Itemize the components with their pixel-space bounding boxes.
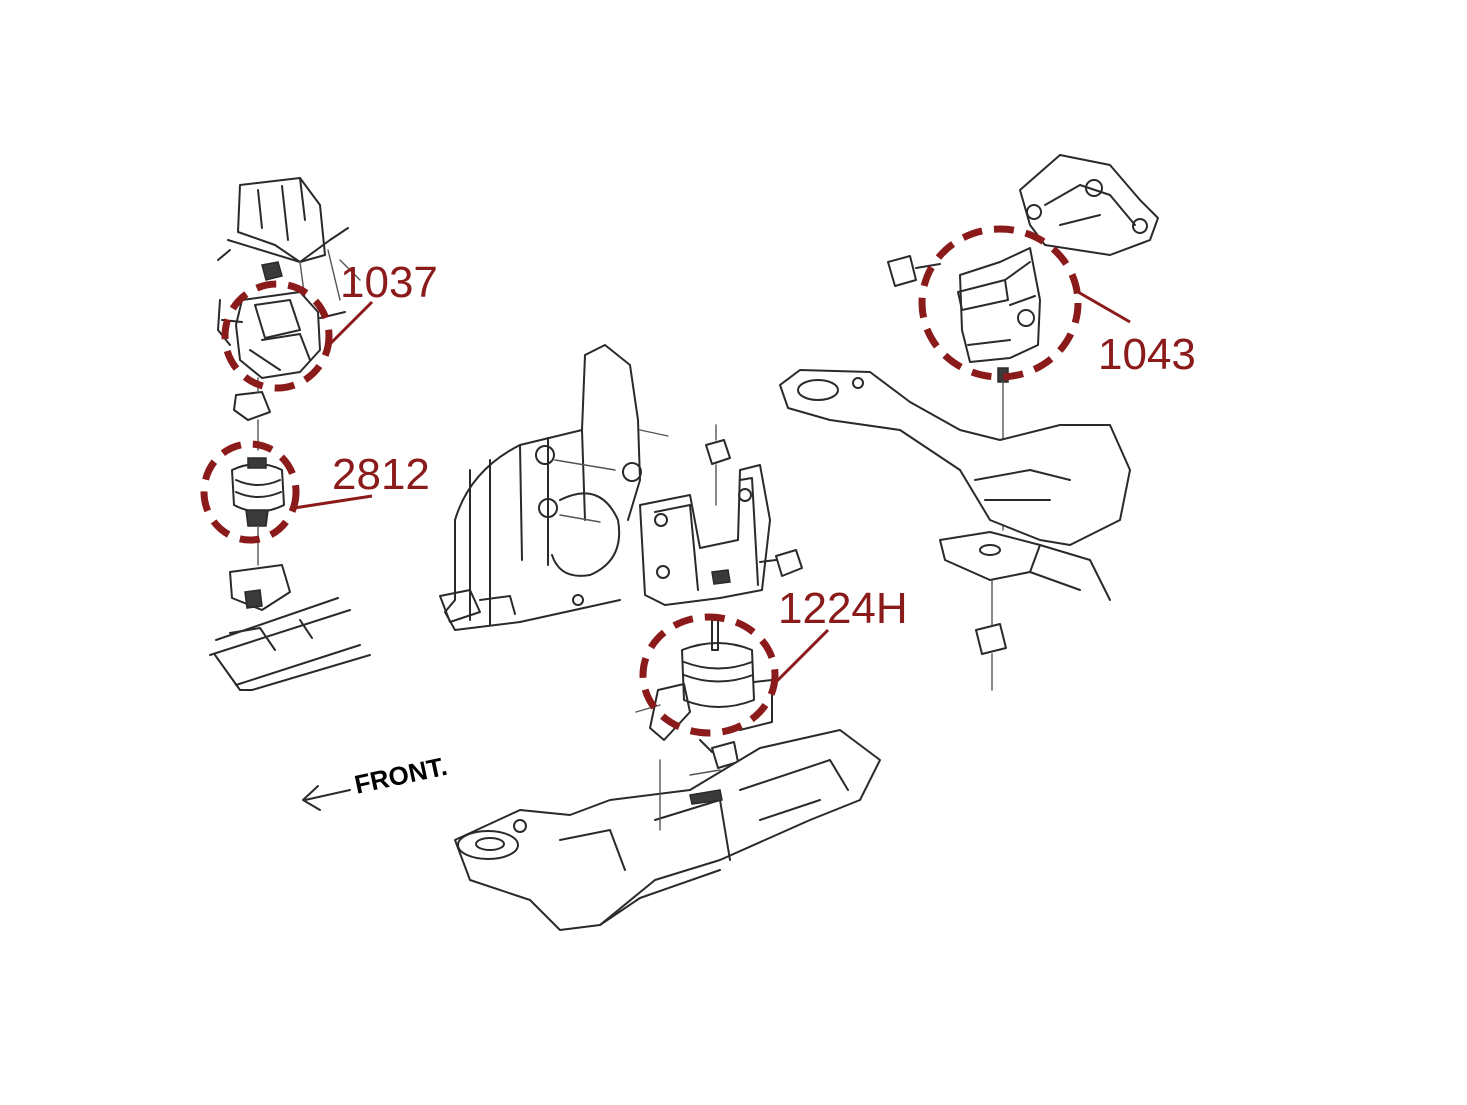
callout-circle-1037 xyxy=(221,280,333,392)
callout-label-1037: 1037 xyxy=(340,258,438,307)
callout-label-2812: 2812 xyxy=(332,450,430,499)
callout-label-1224h: 1224H xyxy=(778,584,908,633)
callout-circle-1224h xyxy=(639,613,779,737)
callout-leader-1037 xyxy=(324,300,374,350)
right-frame-bracket-illustration xyxy=(779,154,1159,691)
callout-leader-2812 xyxy=(293,494,373,510)
left-frame-bracket-illustration xyxy=(209,177,371,691)
callout-markers xyxy=(200,225,1131,737)
callout-label-1043: 1043 xyxy=(1098,330,1196,379)
arrow-left-icon xyxy=(302,785,351,811)
center-transmission-crossmember-illustration xyxy=(439,344,881,931)
callout-leader-1043 xyxy=(1077,290,1131,324)
callout-circle-2812 xyxy=(200,440,300,544)
callout-leader-1224h xyxy=(770,628,830,688)
callout-circle-1043 xyxy=(918,225,1082,381)
